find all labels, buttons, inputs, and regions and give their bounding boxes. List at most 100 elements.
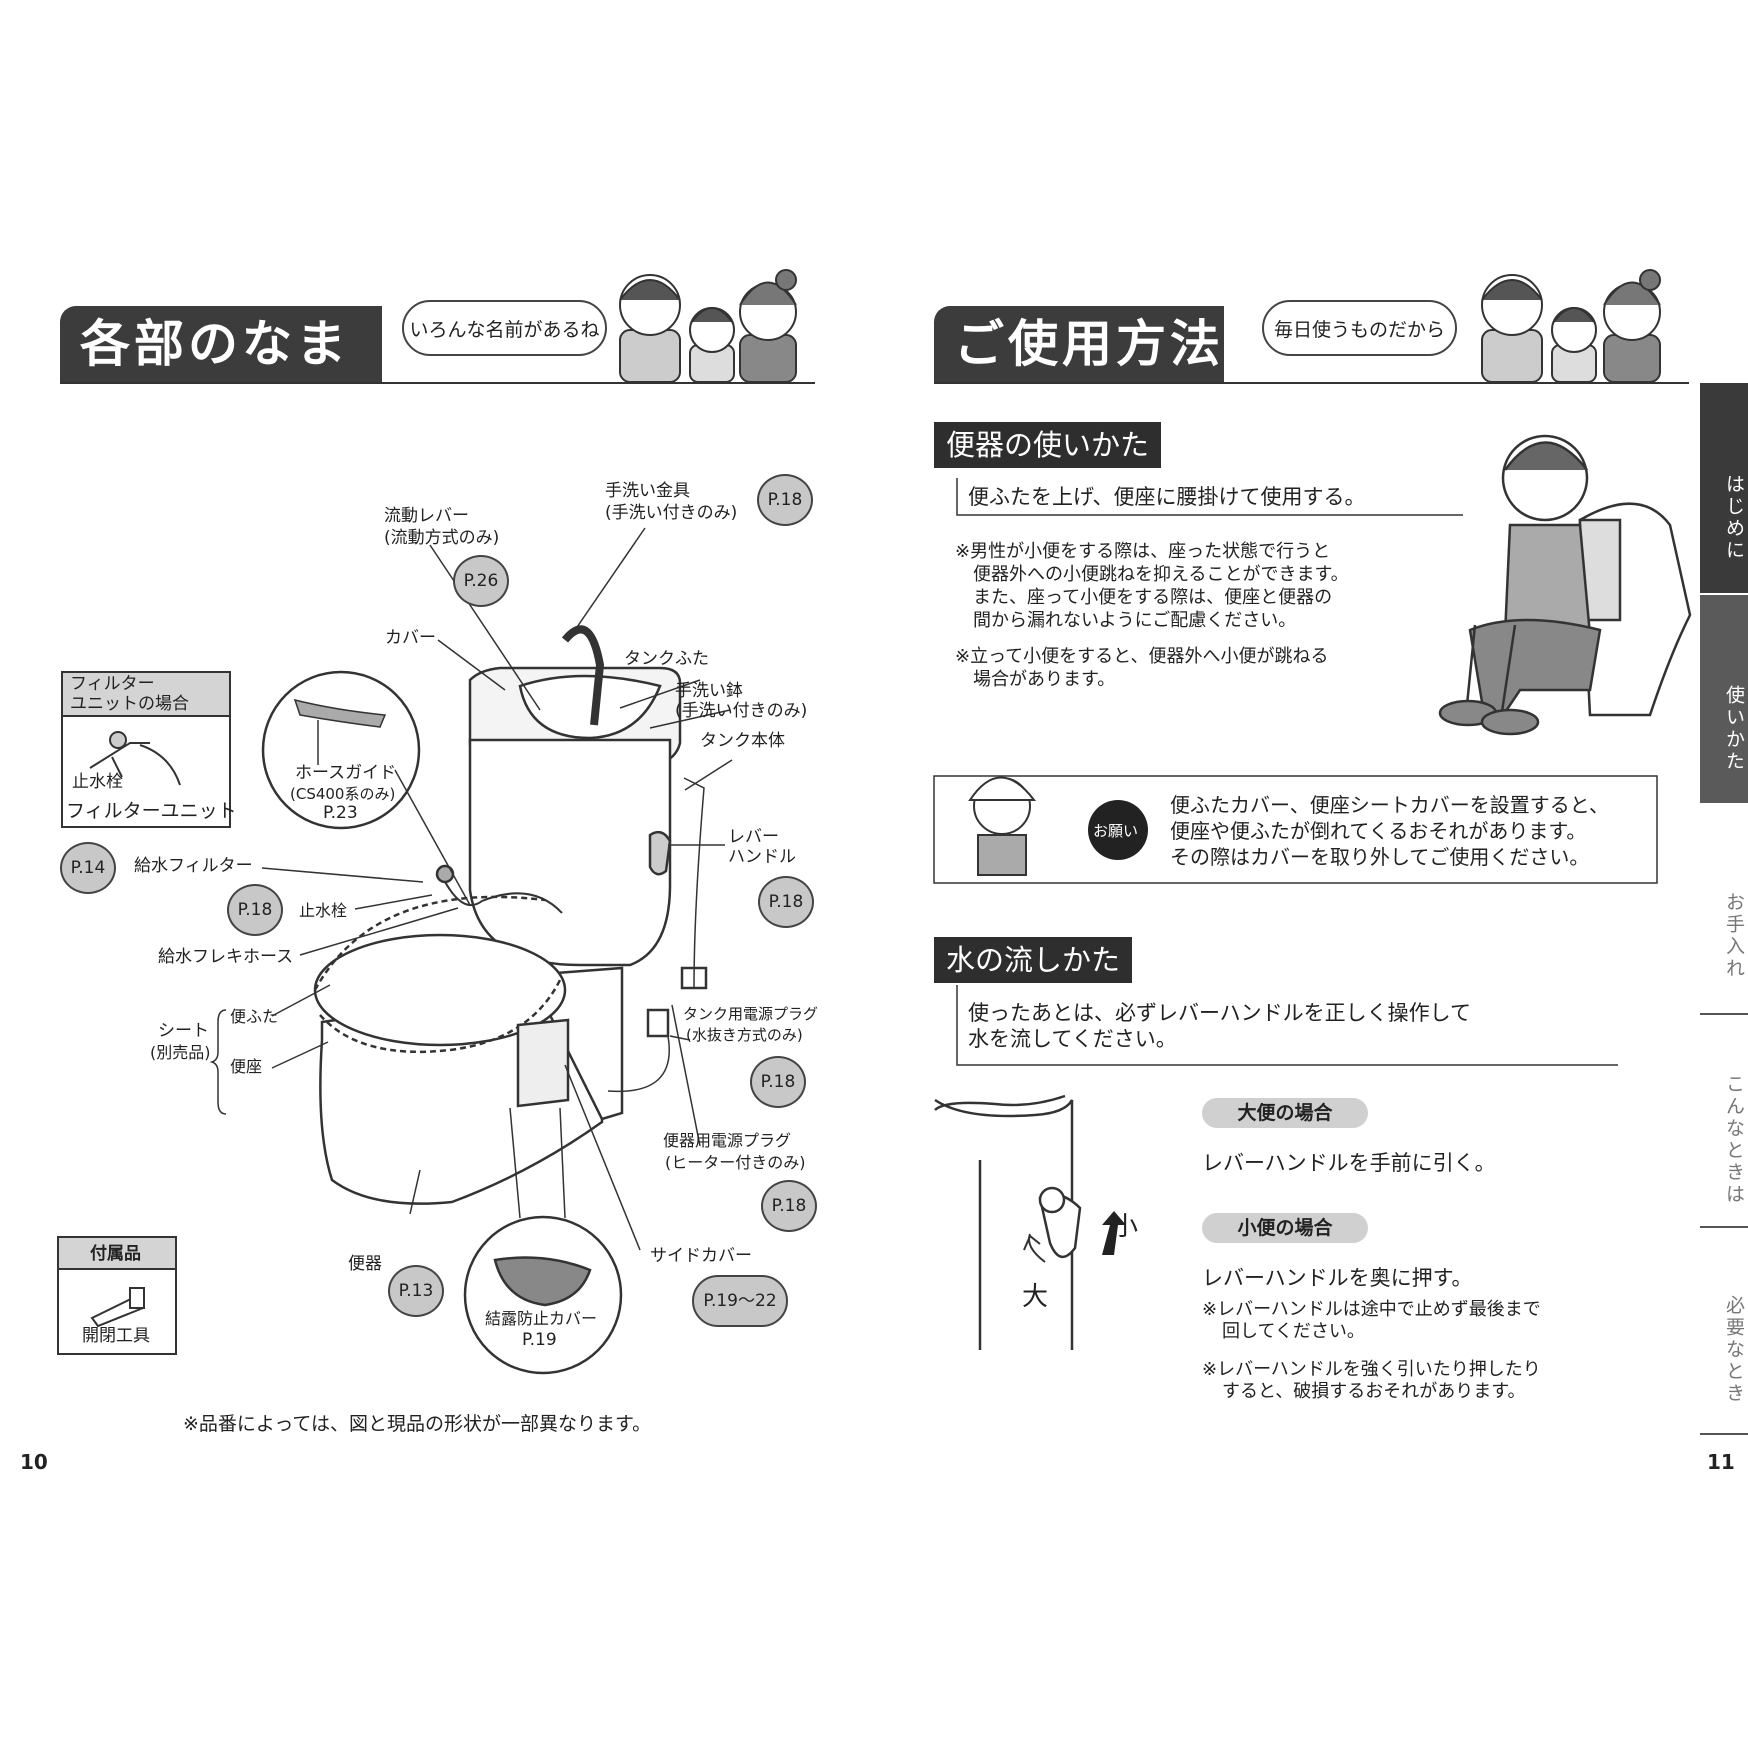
seated-man-illustration (1438, 434, 1692, 736)
pill-large-flush: 大便の場合 (1202, 1098, 1368, 1128)
label-hose-guide-line1: ホースガイド (295, 763, 397, 783)
filter-box-frame (61, 671, 231, 828)
label-hose-guide-line3: P.23 (323, 803, 358, 823)
right-page-title: ご使用方法 (934, 306, 1224, 382)
label-condensation-cover-line2: P.19 (522, 1330, 557, 1350)
family-illustration-left (619, 269, 797, 383)
label-lid: 便ふた (230, 1007, 279, 1026)
tab-care[interactable]: お手入れ (1700, 840, 1748, 1010)
label-basin-line1: 手洗い鉢 (675, 681, 743, 701)
request-line2: 便座や便ふたが倒れてくるおそれがあります。 (1170, 819, 1587, 843)
label-seat: 便座 (230, 1057, 263, 1076)
label-seat-group-line1: シート (158, 1021, 209, 1041)
pill-small-flush: 小便の場合 (1202, 1213, 1368, 1243)
filter-box-title-line1: フィルター (70, 674, 155, 694)
ref-flow-lever[interactable]: P.26 (453, 555, 509, 607)
left-title-rule (60, 382, 815, 384)
accessory-box-label: 開閉工具 (82, 1326, 150, 1346)
tab-divider-1 (1700, 1013, 1748, 1015)
left-speech-bubble: いろんな名前があるね (402, 300, 607, 356)
tab-usage[interactable]: 使いかた (1700, 595, 1748, 803)
label-tank-body: タンク本体 (700, 731, 785, 751)
page-number-right: 11 (1707, 1450, 1735, 1474)
tab-divider-2 (1700, 1226, 1748, 1228)
toilet-usage-note1-line1: ※男性が小便をする際は、座った状態で行うと (955, 541, 1331, 562)
lever-label-large: 大 (1022, 1282, 1049, 1312)
family-illustration-right (1481, 269, 1661, 383)
ref-bowl-plug[interactable]: P.18 (761, 1180, 817, 1232)
label-condensation-cover-line1: 結露防止カバー (485, 1309, 598, 1328)
accessory-box-title: 付属品 (90, 1244, 141, 1264)
request-line3: その際はカバーを取り外してご使用ください。 (1170, 845, 1590, 869)
lever-label-small: 小 (1112, 1212, 1139, 1242)
ref-stop-valve[interactable]: P.18 (227, 884, 283, 936)
heading-toilet-usage: 便器の使いかた (934, 422, 1162, 468)
label-tank-plug-line1: タンク用電源プラグ (683, 1005, 819, 1023)
helmet-worker-illustration (968, 776, 1037, 876)
left-footnote: ※品番によっては、図と現品の形状が一部異なります。 (183, 1413, 652, 1435)
ref-bowl[interactable]: P.13 (388, 1265, 444, 1317)
right-page-rules (933, 478, 1658, 1066)
lever-closeup-illustration (934, 1094, 1126, 1350)
ref-supply-filter[interactable]: P.14 (60, 842, 116, 894)
label-bowl-plug-line2: (ヒーター付きのみ) (665, 1153, 806, 1172)
label-side-cover: サイドカバー (650, 1246, 752, 1266)
hose-guide-zoom (261, 670, 421, 830)
toilet-usage-note1-line4: 間から漏れないようにご配慮ください。 (973, 610, 1297, 631)
request-badge-circle (1088, 800, 1148, 860)
heading-flushing: 水の流しかた (934, 937, 1133, 983)
flushing-lead-line2: 水を流してください。 (968, 1027, 1177, 1051)
label-flow-lever-line2: (流動方式のみ) (384, 528, 500, 548)
label-lever-line2: ハンドル (728, 847, 796, 867)
right-speech-bubble: 毎日使うものだから (1262, 300, 1457, 356)
label-hose-guide-line2: (CS400系のみ) (290, 785, 396, 803)
label-bowl: 便器 (348, 1254, 382, 1274)
flush-note2-line1: ※レバーハンドルを強く引いたり押したり (1202, 1359, 1541, 1380)
tab-introduction[interactable]: はじめに (1700, 383, 1748, 593)
small-flush-text: レバーハンドルを奥に押す。 (1202, 1266, 1473, 1290)
tab-troubleshooting[interactable]: こんなときは (1700, 1034, 1748, 1224)
flush-note1-line2: 回してください。 (1222, 1321, 1365, 1342)
toilet-usage-lead: 便ふたを上げ、便座に腰掛けて使用する。 (968, 485, 1366, 509)
label-basin-line2: (手洗い付きのみ) (675, 701, 808, 721)
leader-lines (209, 527, 733, 1251)
ref-lever[interactable]: P.18 (758, 876, 814, 928)
label-flow-lever-line1: 流動レバー (384, 506, 469, 526)
label-faucet-line1: 手洗い金具 (605, 481, 690, 501)
toilet-usage-note1-line3: また、座って小便をする際は、便座と便器の (973, 587, 1333, 608)
flush-note1-line1: ※レバーハンドルは途中で止めず最後まで (1202, 1299, 1541, 1320)
flush-note2-line2: すると、破損するおそれがあります。 (1222, 1381, 1526, 1402)
label-cover: カバー (385, 628, 436, 648)
label-lever-line1: レバー (728, 827, 779, 847)
label-tank-lid: タンクふた (624, 649, 709, 669)
condensation-cover-zoom (463, 1107, 623, 1375)
label-seat-group-line2: (別売品) (150, 1043, 211, 1062)
label-flex-hose: 給水フレキホース (158, 947, 294, 967)
ref-faucet[interactable]: P.18 (757, 474, 813, 526)
filter-box-title-line2: ユニットの場合 (70, 694, 189, 714)
filter-box-valve-label: 止水栓 (72, 772, 123, 792)
request-badge: お願い (1093, 822, 1139, 840)
label-stop-valve: 止水栓 (299, 901, 348, 920)
label-tank-plug-line2: (水抜き方式のみ) (686, 1026, 803, 1044)
toilet-usage-note2-line1: ※立って小便をすると、便器外へ小便が跳ねる (955, 646, 1329, 667)
toilet-usage-note1-line2: 便器外への小便跳ねを抑えることができます。 (973, 564, 1349, 585)
label-bowl-plug-line1: 便器用電源プラグ (663, 1131, 792, 1150)
tab-divider-3 (1700, 1433, 1748, 1435)
accessory-box-frame (57, 1236, 177, 1355)
label-supply-filter: 給水フィルター (134, 856, 253, 876)
page-number-left: 10 (20, 1450, 48, 1474)
tab-when-needed[interactable]: 必要なとき (1700, 1254, 1748, 1424)
flushing-lead-line1: 使ったあとは、必ずレバーハンドルを正しく操作して (968, 1001, 1471, 1025)
request-line1: 便ふたカバー、便座シートカバーを設置すると、 (1170, 793, 1609, 817)
right-title-rule (934, 382, 1689, 384)
label-faucet-line2: (手洗い付きのみ) (605, 503, 738, 523)
toilet-illustration (313, 625, 708, 1205)
ref-side-cover[interactable]: P.19〜22 (692, 1275, 788, 1327)
ref-tank-plug[interactable]: P.18 (750, 1056, 806, 1108)
toilet-usage-note2-line2: 場合があります。 (973, 669, 1116, 690)
left-page-title: 各部のなまえ (60, 306, 382, 449)
large-flush-text: レバーハンドルを手前に引く。 (1202, 1151, 1496, 1175)
filter-box-unit-label: フィルターユニット (66, 800, 237, 822)
